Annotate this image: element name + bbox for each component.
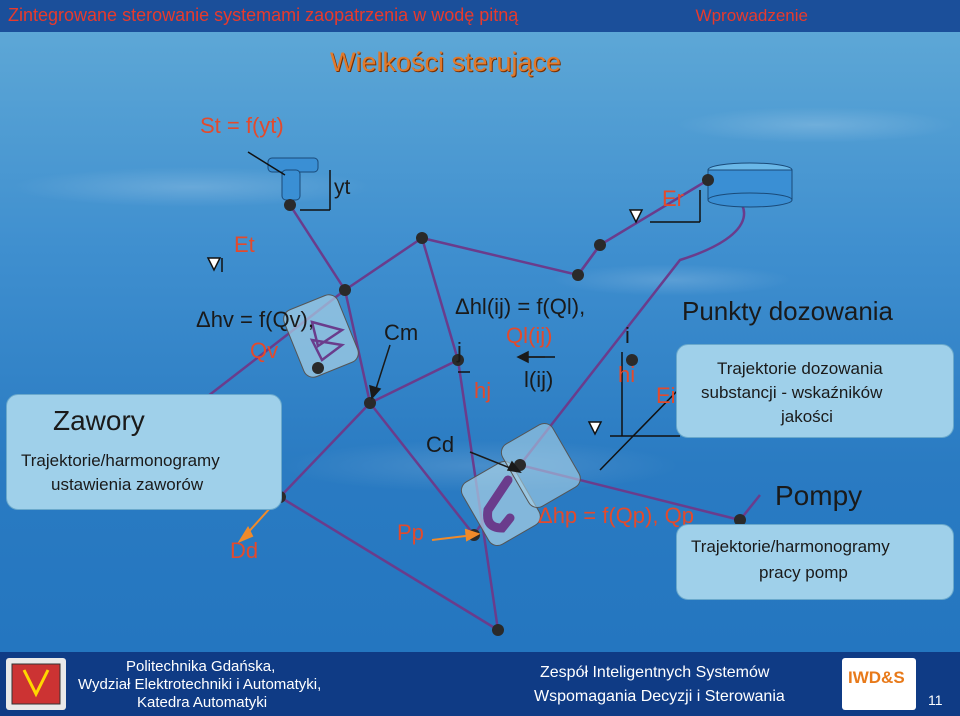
- zawory-title: Zawory: [53, 405, 145, 436]
- valve-icon: [283, 294, 359, 378]
- pompy-box: Trajektorie/harmonogramy pracy pomp: [676, 524, 954, 600]
- pompy-title: Pompy: [775, 480, 863, 511]
- iwds-logo: IWD&S: [842, 658, 916, 710]
- punkty-box: Trajektorie dozowania substancji - wskaź…: [676, 344, 954, 438]
- label-yt: yt: [334, 176, 351, 199]
- pompy-line2: pracy pomp: [759, 563, 848, 582]
- label-cm: Cm: [384, 320, 419, 345]
- pump-icon: [460, 422, 581, 547]
- punkty-line3: jakości: [781, 407, 833, 426]
- punkty-title: Punkty dozowania: [682, 296, 894, 326]
- label-dd: Dd: [230, 538, 259, 563]
- zawory-box: Zawory Trajektorie/harmonogramy ustawien…: [6, 394, 282, 510]
- punkty-line2: substancji - wskaźników: [701, 383, 883, 402]
- label-er: Er: [662, 186, 684, 211]
- level-marker-et: [206, 257, 223, 272]
- pipe-left-cross: [279, 402, 371, 498]
- label-node-j: j: [457, 338, 462, 363]
- footer-uni-line1: Politechnika Gdańska,: [126, 658, 276, 675]
- reservoir-icon: [707, 162, 793, 208]
- pipe-pump-node: [369, 402, 475, 536]
- label-q-ij: Ql(ij): [506, 323, 553, 348]
- label-dhv: Δhv = f(Qv),: [196, 307, 314, 332]
- label-node-i: i: [625, 323, 630, 348]
- tank-icon: [267, 157, 319, 201]
- punkty-line1: Trajektorie dozowania: [717, 359, 883, 378]
- zawory-line1: Trajektorie/harmonogramy: [21, 451, 220, 470]
- label-dh-ij: Δhl(ij) = f(Ql),: [455, 294, 586, 319]
- level-marker-er: [628, 209, 644, 224]
- footer-team-line1: Zespół Inteligentnych Systemów: [540, 664, 770, 681]
- label-hi: hi: [618, 362, 636, 387]
- header-section: Wprowadzenie: [695, 6, 808, 25]
- label-pp: Pp: [397, 520, 424, 545]
- pipe-node-to-node: [344, 236, 423, 292]
- slide-footer: Politechnika Gdańska, Wydział Elektrotec…: [0, 652, 960, 716]
- label-dhp: Δhp = f(Qp), Qp: [538, 503, 694, 528]
- university-crest-icon: [6, 658, 66, 710]
- slide-header: Zintegrowane sterowanie systemami zaopat…: [0, 0, 960, 32]
- label-ei: Ei: [656, 383, 676, 408]
- pipe-tank-to-node: [288, 204, 347, 291]
- level-marker-ei: [587, 421, 603, 436]
- footer-uni-line2: Wydział Elektrotechniki i Automatyki,: [78, 676, 322, 693]
- header-course-title: Zintegrowane sterowanie systemami zaopat…: [8, 5, 519, 25]
- label-hj: hj: [474, 378, 492, 403]
- pompy-line1: Trajektorie/harmonogramy: [691, 537, 890, 556]
- pipe-i-node: [576, 244, 602, 276]
- zawory-line2: ustawienia zaworów: [51, 475, 204, 494]
- footer-uni-line3: Katedra Automatyki: [137, 694, 268, 711]
- label-l-ij: l(ij): [524, 367, 554, 392]
- label-qv: Qv: [250, 338, 279, 363]
- slide-title: Wielkości sterujące: [330, 47, 562, 77]
- page-number: 11: [928, 692, 943, 708]
- footer-team-line2: Wspomagania Decyzji i Sterowania: [534, 688, 785, 705]
- label-et: Et: [234, 232, 255, 257]
- label-cd: Cd: [426, 432, 455, 457]
- label-st: St = f(yt): [200, 113, 284, 138]
